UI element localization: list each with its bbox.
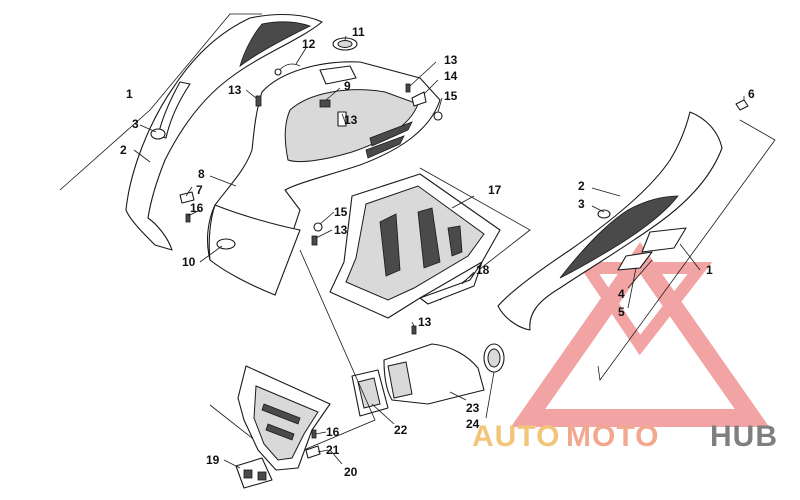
gauge-and-fasteners [179, 37, 443, 246]
callout-20: 20 [344, 465, 358, 479]
storage-bin-assembly [329, 167, 531, 335]
right-panel-decal-5 [617, 251, 653, 271]
screw-13b [405, 83, 411, 93]
callout-7: 7 [196, 183, 203, 197]
callout-16-lower: 16 [326, 425, 340, 439]
watermark-logo-icon [510, 242, 770, 427]
left-side-panel [59, 13, 323, 251]
callout-5: 5 [618, 305, 625, 319]
left-panel-bracket [59, 13, 262, 191]
front-grille-slots [261, 403, 301, 441]
upper-hood-assembly [206, 61, 441, 296]
callout-24: 24 [466, 417, 480, 431]
callout-1-right: 1 [706, 263, 713, 277]
bracket-14 [411, 91, 427, 107]
callout-16-upper: 16 [190, 201, 204, 215]
callout-22: 22 [394, 423, 408, 437]
storage-bin-lip-18 [419, 261, 483, 305]
callout-23: 23 [466, 401, 480, 415]
hood-clip-9 [319, 99, 331, 108]
callout-15-upper: 15 [444, 89, 458, 103]
clip-21 [305, 445, 321, 459]
storage-bin-cavity [345, 185, 485, 301]
callout-labels: 1 2 3 7 16 8 10 11 12 13 13 14 15 9 13 1… [120, 25, 755, 479]
storage-bin-ribs [379, 207, 463, 277]
hood-windshield-opening [284, 89, 419, 163]
hood-lower-nose [208, 204, 301, 296]
hood-vent-stripes [365, 121, 413, 159]
callout-10: 10 [182, 255, 196, 269]
callout-9: 9 [344, 79, 351, 93]
hood-clip-13b [337, 111, 347, 127]
screw-6 [735, 99, 749, 111]
callout-12: 12 [302, 37, 316, 51]
callout-17: 17 [488, 183, 502, 197]
intake-duct-opening [387, 361, 413, 399]
watermark-text: AUTO MOTO HUB [472, 420, 778, 453]
callout-2-right: 2 [578, 179, 585, 193]
callout-4: 4 [618, 287, 625, 301]
callout-6: 6 [748, 87, 755, 101]
nut-15b [313, 222, 323, 232]
hose-clamp-24-inner [487, 348, 501, 368]
grille-bracket-19 [235, 457, 273, 489]
nut-15a [433, 111, 443, 121]
screw-13a [255, 95, 262, 107]
front-grille-mesh [253, 385, 319, 461]
bracket-19-hole-b [257, 471, 267, 481]
callout-19: 19 [206, 453, 220, 467]
front-grille-assembly [209, 249, 376, 489]
callout-leaders [133, 35, 745, 469]
callout-2-left: 2 [120, 143, 127, 157]
callout-18: 18 [476, 263, 490, 277]
callout-3-left: 3 [132, 117, 139, 131]
callout-13-hood-right: 13 [444, 53, 458, 67]
right-side-panel [497, 99, 776, 382]
callout-14: 14 [444, 69, 458, 83]
left-side-panel-edge [157, 81, 191, 139]
callout-13-mid: 13 [334, 223, 348, 237]
grommet-11-inner [337, 40, 353, 48]
hood-top-mount [319, 65, 357, 85]
bracket-19-hole-a [243, 469, 253, 479]
callout-11: 11 [352, 25, 365, 39]
watermark-word-1: AUTO [472, 420, 560, 453]
screw-16b [311, 429, 317, 439]
right-side-panel-outer [497, 111, 723, 331]
grille-bracket [209, 249, 376, 461]
callout-3-right: 3 [578, 197, 585, 211]
intake-gasket-22-inner [357, 377, 381, 409]
left-side-panel-stripe [239, 21, 312, 68]
callout-1-left: 1 [126, 87, 133, 101]
callout-21: 21 [326, 443, 340, 457]
callout-15-lower: 15 [334, 205, 348, 219]
callout-13-center: 13 [344, 113, 358, 127]
callout-13-hood-left: 13 [228, 83, 242, 97]
right-panel-decal-4 [641, 227, 687, 253]
right-side-panel-stripe [559, 195, 679, 279]
screw-13d [311, 235, 318, 246]
screw-13e [411, 325, 417, 335]
connector-12 [274, 68, 282, 76]
right-panel-bracket [597, 119, 776, 382]
watermark-word-3: HUB [710, 420, 778, 453]
bin-bracket [419, 167, 531, 301]
callout-13-bin: 13 [418, 315, 432, 329]
watermark-word-2: MOTO [566, 420, 659, 453]
right-panel-decal-3 [597, 209, 611, 219]
screw-16a [185, 213, 191, 223]
air-intake-assembly [351, 343, 505, 417]
callout-8: 8 [198, 167, 205, 181]
